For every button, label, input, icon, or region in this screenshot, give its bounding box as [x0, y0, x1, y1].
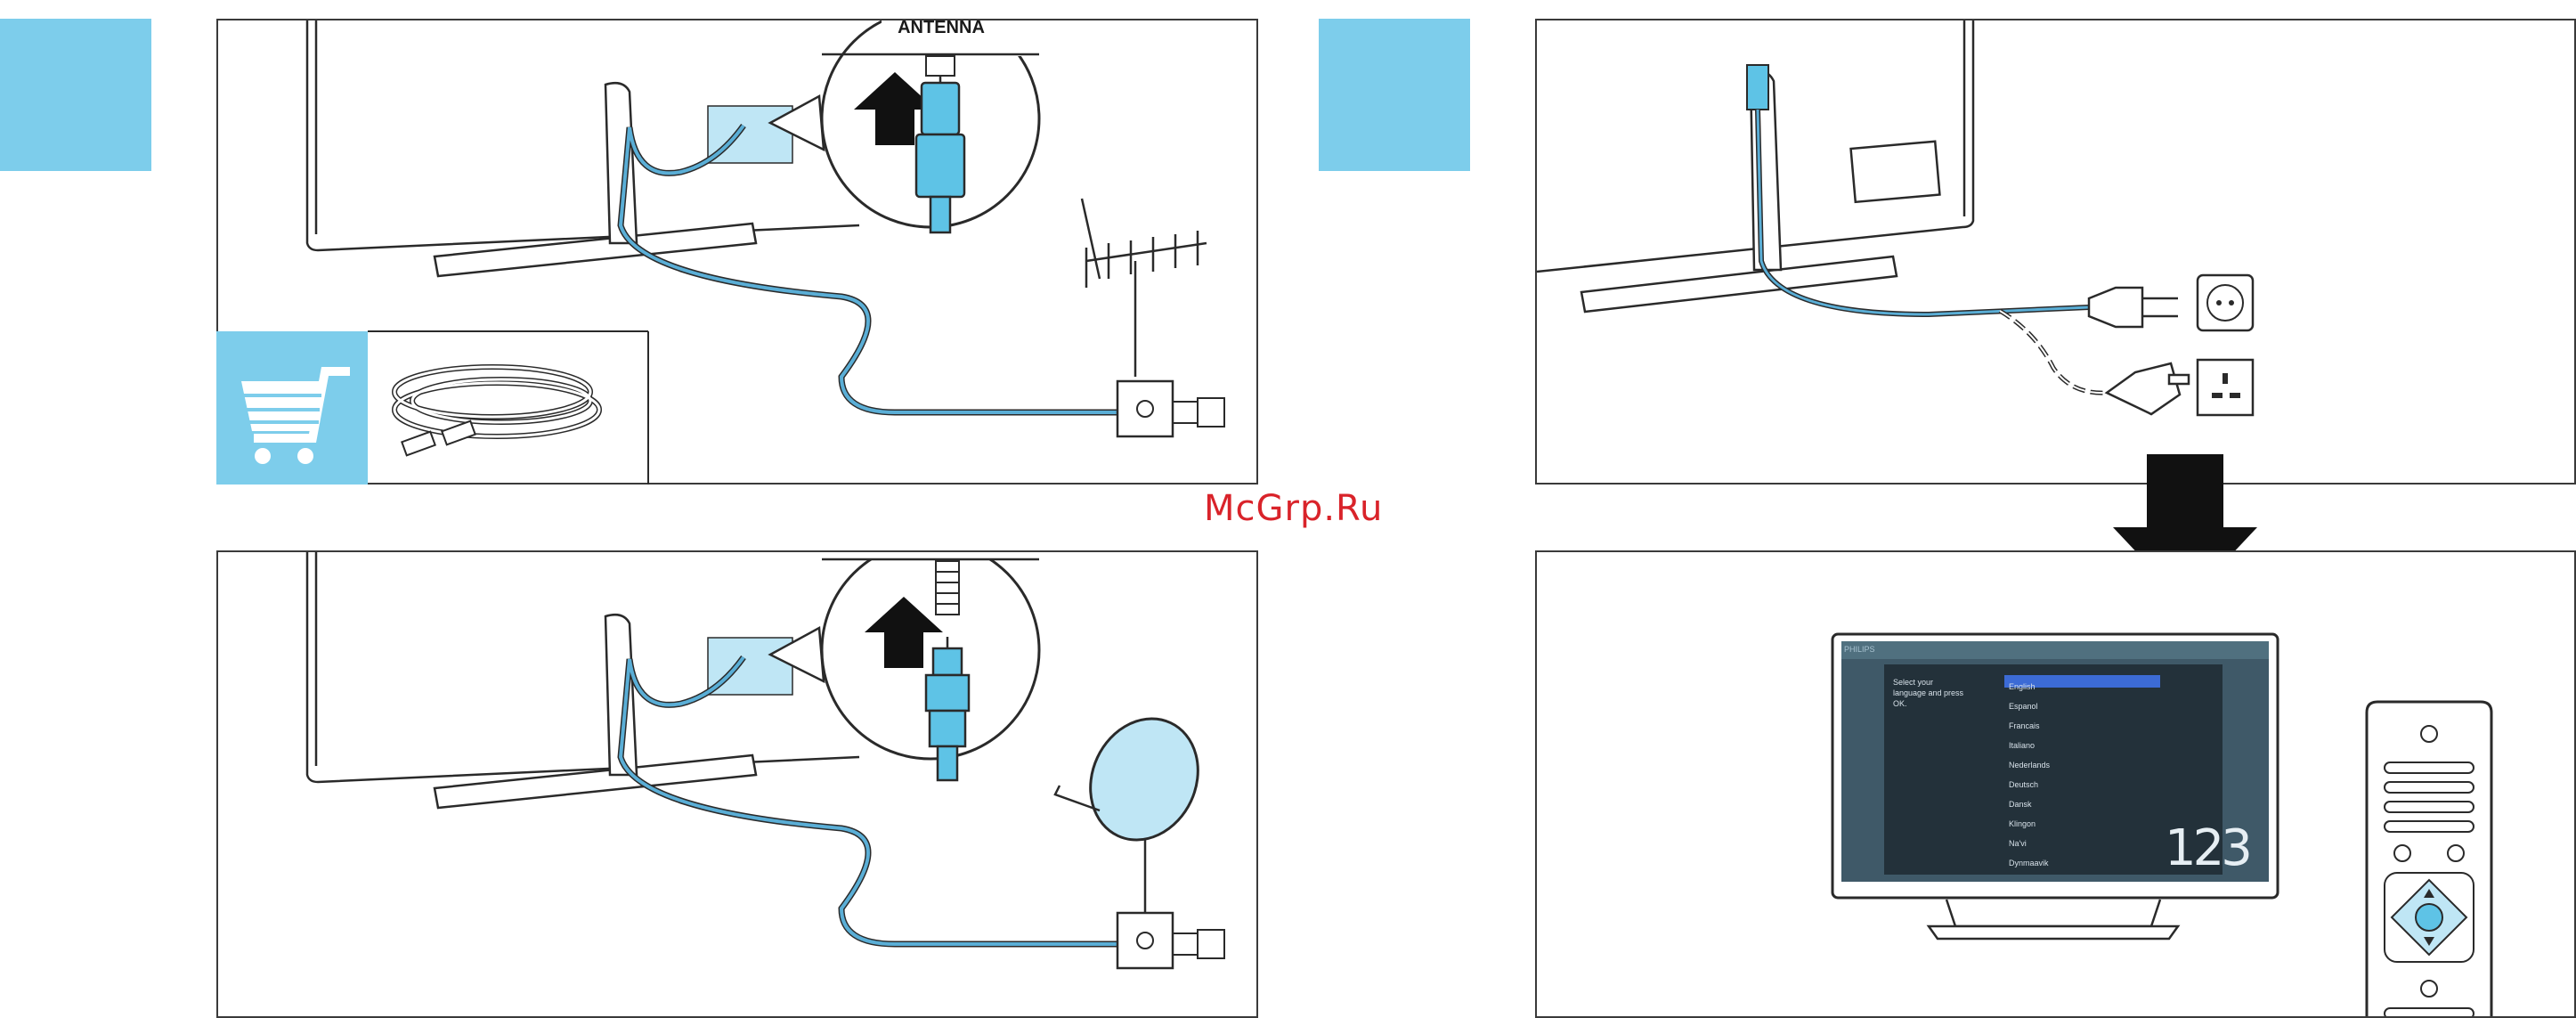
- shopping-cart-tile: [216, 331, 368, 485]
- language-item[interactable]: Na'vi: [2009, 834, 2050, 853]
- language-item[interactable]: English: [2009, 677, 2050, 696]
- language-item[interactable]: Dynmaavik: [2009, 853, 2050, 873]
- tv-language-list: English Espanol Francais Italiano Nederl…: [2009, 677, 2050, 873]
- language-item[interactable]: Klingon: [2009, 814, 2050, 834]
- accessory-inset: [216, 330, 650, 485]
- watermark: McGrp.Ru: [1204, 488, 1383, 529]
- satellite-connection-illustration: [218, 552, 1258, 1018]
- antenna-label: ANTENNA: [898, 20, 985, 37]
- step-tab-2: [1319, 19, 1470, 171]
- language-item[interactable]: Deutsch: [2009, 775, 2050, 794]
- tv-setup-illustration: [1537, 552, 2576, 1018]
- step-tab-1: [0, 19, 151, 171]
- power-connection-illustration: [1537, 20, 2576, 485]
- language-item[interactable]: Italiano: [2009, 736, 2050, 755]
- tv-prompt-line: Select your: [1893, 677, 1963, 688]
- language-item[interactable]: Francais: [2009, 716, 2050, 736]
- tv-channel-number: 123: [2165, 819, 2249, 877]
- wall-socket-icon: [2198, 360, 2253, 415]
- tv-prompt-line: OK.: [1893, 698, 1963, 709]
- panel-satellite-connection: [216, 550, 1258, 1018]
- coax-cable-icon: [368, 330, 650, 485]
- tv-prompt: Select your language and press OK.: [1893, 677, 1963, 709]
- shopping-cart-icon: [216, 331, 368, 485]
- language-item[interactable]: Dansk: [2009, 794, 2050, 814]
- tv-prompt-line: language and press: [1893, 688, 1963, 698]
- panel-power-connection: [1535, 19, 2576, 485]
- panel-tv-setup: PHILIPS Select your language and press O…: [1535, 550, 2576, 1018]
- remote-control-icon: [2367, 702, 2491, 1018]
- language-item[interactable]: Espanol: [2009, 696, 2050, 716]
- language-item[interactable]: Nederlands: [2009, 755, 2050, 775]
- tv-brand: PHILIPS: [1844, 644, 1875, 655]
- wall-socket-icon: [2198, 275, 2253, 330]
- tv-antenna-icon: [1082, 199, 1207, 377]
- satellite-dish-icon: [1055, 701, 1217, 913]
